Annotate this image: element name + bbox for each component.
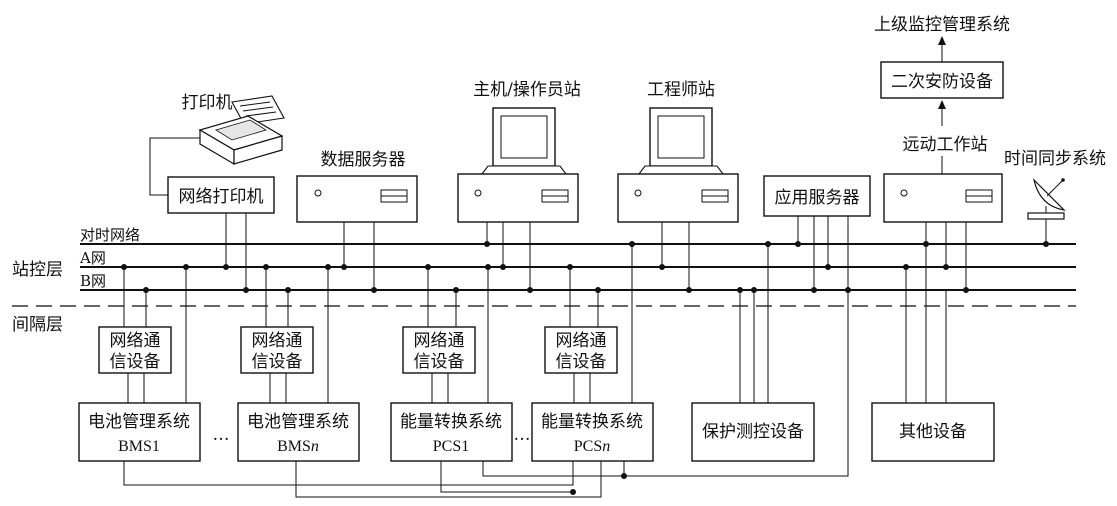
pcs1-box — [390, 402, 513, 462]
bottom-wiring — [123, 216, 849, 498]
bms1-code: BMS1 — [118, 438, 160, 455]
comm-device-3-line1: 网络通 — [414, 331, 465, 351]
printer-icon — [198, 95, 285, 166]
comm-device-links — [123, 244, 633, 403]
data-server-unit — [296, 175, 418, 223]
data-server-label: 数据服务器 — [321, 150, 406, 170]
security-device-label: 二次安防设备 — [891, 72, 993, 92]
comm-device-4-line2: 信设备 — [556, 352, 607, 372]
comm-device-3-line2: 信设备 — [414, 352, 465, 372]
bay-device-links — [739, 244, 947, 403]
bmsn-code: BMSn — [277, 438, 319, 455]
comm-device-2-line2: 信设备 — [252, 352, 303, 372]
monitor-icon — [480, 107, 568, 175]
app-server-box — [763, 175, 871, 217]
comm-device-box-3 — [402, 326, 476, 374]
arrow-up-icon — [938, 100, 946, 126]
pcsn-name: 能量转换系统 — [541, 412, 643, 432]
station-drop-lines — [225, 213, 1047, 290]
pcs1-name: 能量转换系统 — [400, 412, 502, 432]
junction-dots — [121, 241, 1049, 495]
time-sync-label: 时间同步系统 — [1004, 149, 1106, 169]
host-station-unit — [457, 173, 579, 223]
security-device-box — [880, 61, 1004, 99]
ellipsis-2: … — [514, 425, 531, 445]
network-printer-label: 网络打印机 — [179, 187, 264, 207]
comm-device-box-2 — [240, 326, 314, 374]
bay-layer-label: 间隔层 — [12, 315, 63, 335]
pcs1-code: PCS1 — [433, 438, 469, 455]
printer-label: 打印机 — [182, 93, 233, 113]
engineer-station-label: 工程师站 — [647, 80, 715, 100]
comm-device-box-1 — [98, 326, 172, 374]
upper-system-label: 上级监控管理系统 — [874, 15, 1010, 35]
b-net-label: B网 — [80, 272, 106, 290]
ellipsis-1: … — [213, 425, 230, 445]
engineer-station-unit — [617, 173, 739, 223]
arrow-up-icon — [938, 36, 946, 62]
satellite-dish-icon — [1027, 178, 1066, 220]
other-device-label: 其他设备 — [899, 422, 967, 442]
network-printer-box — [167, 176, 275, 214]
comm-device-box-4 — [544, 326, 618, 374]
time-network-label: 对时网络 — [80, 226, 140, 244]
comm-device-2-line1: 网络通 — [252, 331, 303, 351]
pcsn-box — [531, 402, 654, 462]
protection-device-box — [691, 402, 815, 462]
bmsn-box — [237, 402, 360, 462]
bms1-name: 电池管理系统 — [88, 412, 190, 432]
bms1-box — [78, 402, 201, 462]
remote-station-unit — [883, 173, 1003, 223]
protection-device-label: 保护测控设备 — [702, 422, 804, 442]
comm-device-1-line2: 信设备 — [110, 352, 161, 372]
remote-station-label: 远动工作站 — [903, 135, 988, 155]
other-device-box — [871, 402, 995, 462]
bmsn-name: 电池管理系统 — [247, 412, 349, 432]
monitor-icon — [637, 107, 725, 175]
a-net-label: A网 — [79, 249, 106, 267]
station-layer-label: 站控层 — [12, 260, 63, 280]
host-station-label: 主机/操作员站 — [473, 80, 581, 100]
app-server-label: 应用服务器 — [775, 188, 860, 208]
comm-device-1-line1: 网络通 — [110, 331, 161, 351]
comm-device-4-line1: 网络通 — [556, 331, 607, 351]
pcsn-code: PCSn — [574, 438, 610, 455]
